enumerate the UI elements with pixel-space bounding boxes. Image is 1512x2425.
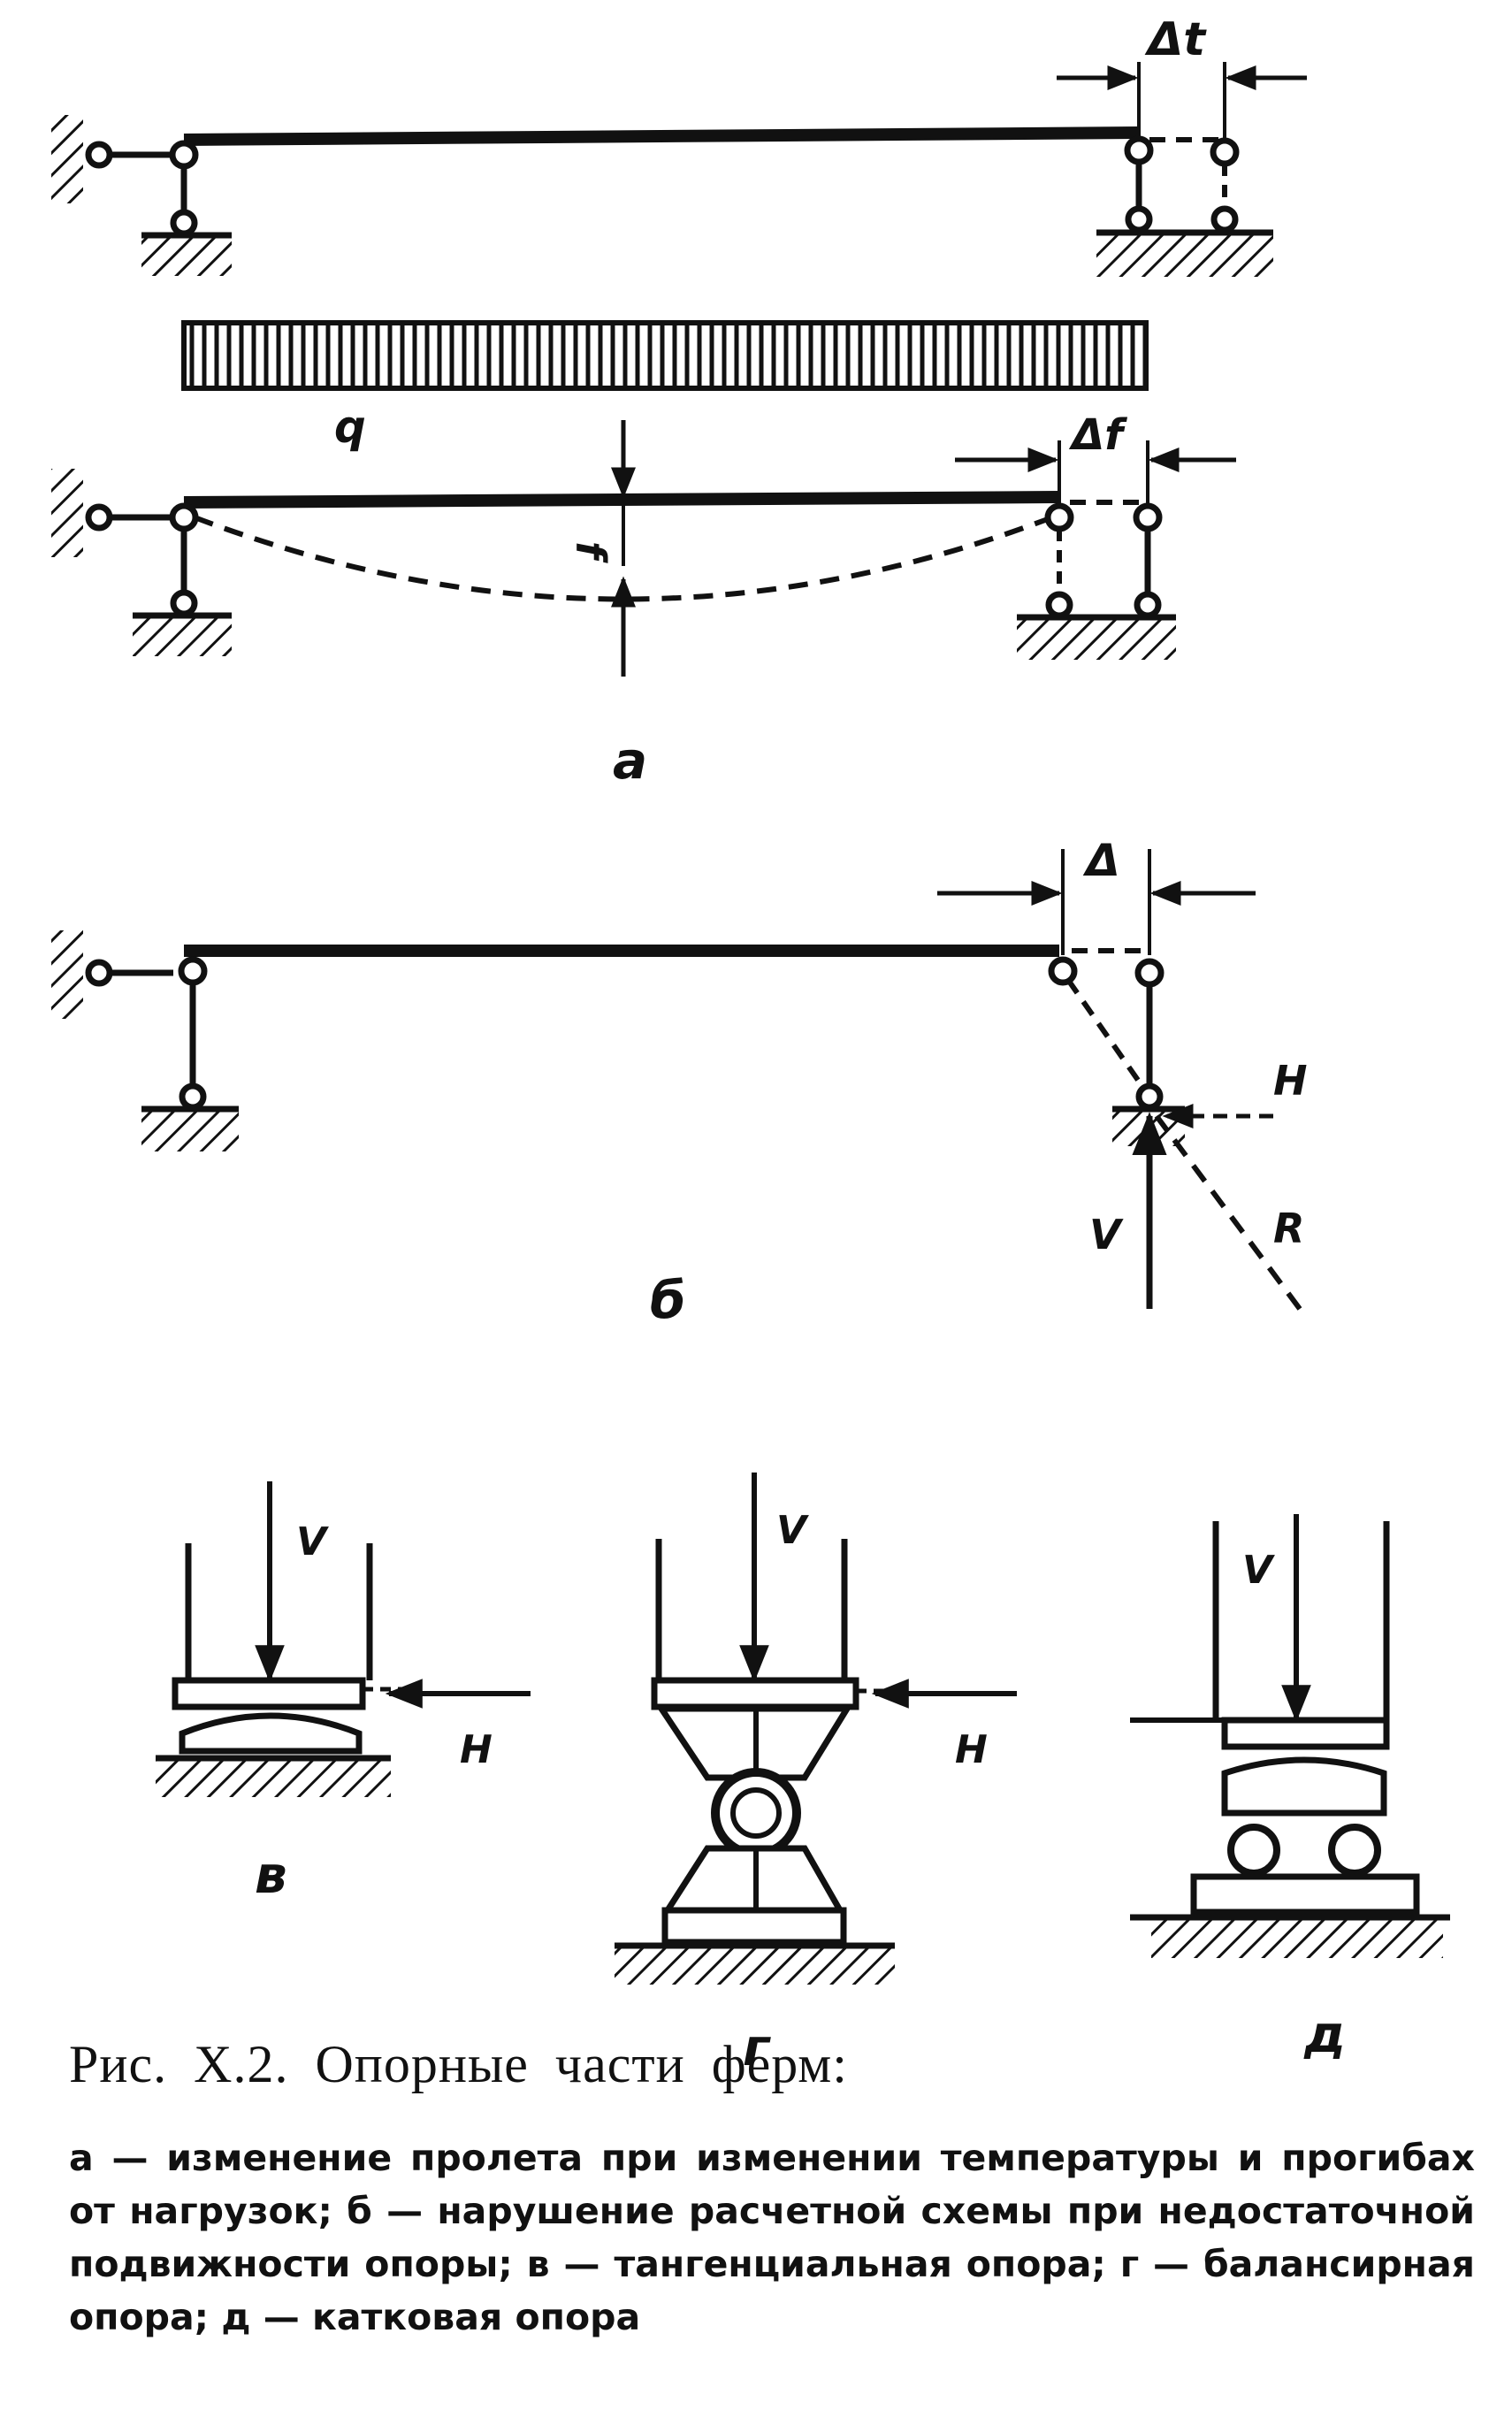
displaced-support-top-hinge xyxy=(1133,502,1163,532)
base-plate xyxy=(661,1907,847,1946)
left-wall-hinge xyxy=(85,959,113,987)
roller-left xyxy=(1227,1824,1280,1877)
load-h-label: H xyxy=(955,1727,988,1772)
right-support-ground xyxy=(1096,234,1273,277)
reaction-h-label: H xyxy=(1273,1057,1308,1105)
ground-base xyxy=(615,1947,895,1985)
left-wall-hinge xyxy=(85,503,113,532)
left-support-bottom-hinge xyxy=(170,209,198,237)
truss-chord xyxy=(183,491,1060,509)
load-v-label: V xyxy=(296,1519,329,1564)
delta-f-label: Δf xyxy=(1068,410,1127,460)
left-support-ground xyxy=(141,237,232,276)
panel-v-label: в xyxy=(255,1845,287,1905)
displaced-support-top-hinge xyxy=(1210,137,1240,167)
left-support-top-hinge xyxy=(169,140,199,170)
right-support-top-hinge xyxy=(1044,502,1074,532)
left-support-top-hinge xyxy=(169,502,199,532)
roller-right xyxy=(1328,1824,1381,1877)
load-v-label: V xyxy=(1242,1548,1275,1593)
panel-g-label: г xyxy=(743,2017,771,2077)
curved-bearing-block xyxy=(1221,1756,1387,1817)
left-support-bottom-hinge xyxy=(170,589,198,617)
panel-a-deflection xyxy=(51,420,1236,677)
deflection-curve xyxy=(193,515,1054,602)
left-wall xyxy=(51,115,83,203)
right-support-top-hinge xyxy=(1048,956,1078,986)
figure-caption-body: а — изменение пролета при изменении темп… xyxy=(69,2137,1475,2338)
left-support-ground xyxy=(141,1111,239,1151)
right-support-bottom-hinge xyxy=(1125,205,1153,233)
top-plate xyxy=(1221,1717,1390,1750)
displaced-support-bottom-hinge xyxy=(1210,205,1239,233)
deflection-f-label: f xyxy=(567,541,615,563)
right-support-bottom-hinge xyxy=(1135,1082,1164,1111)
truss-chord xyxy=(183,126,1140,146)
hinge-pin-inner xyxy=(730,1787,782,1839)
top-plate xyxy=(651,1677,859,1710)
left-wall xyxy=(51,469,83,557)
delta-label: Δ xyxy=(1082,835,1120,886)
panel-g-balancer-support xyxy=(615,1473,1017,1985)
left-support-ground xyxy=(133,617,232,656)
panel-d-roller-support xyxy=(1130,1514,1450,1958)
right-support-top-hinge xyxy=(1124,135,1154,165)
figure-caption-title: Рис. X.2. Опорные части ферм: xyxy=(69,2035,848,2093)
reaction-v-label: V xyxy=(1089,1211,1124,1258)
left-wall-hinge xyxy=(85,141,113,169)
panel-a-label: а xyxy=(613,731,647,791)
panel-b-fixed-support xyxy=(51,849,1302,1311)
displaced-support-bottom-hinge xyxy=(1134,591,1162,619)
distributed-load-strip xyxy=(181,320,1149,391)
ground-base xyxy=(156,1760,391,1797)
reaction-r-label: R xyxy=(1273,1205,1304,1252)
ground-base xyxy=(1151,1919,1443,1958)
right-support-ground xyxy=(1017,619,1176,660)
panel-d-label: д xyxy=(1303,2004,1346,2064)
load-q-label: q xyxy=(334,402,366,453)
load-h-label: H xyxy=(460,1727,493,1772)
curved-bearing-block xyxy=(179,1712,363,1755)
reaction-r-line xyxy=(1154,1114,1302,1311)
tilted-support-dashed xyxy=(1065,978,1152,1098)
left-wall xyxy=(51,930,83,1019)
base-plate xyxy=(1190,1873,1420,1916)
left-support-bottom-hinge xyxy=(179,1082,207,1111)
panel-v-tangential-support xyxy=(156,1481,531,1797)
load-v-label: V xyxy=(776,1508,809,1553)
displaced-support-top-hinge xyxy=(1134,958,1165,988)
right-support-bottom-hinge xyxy=(1045,591,1073,619)
panel-b-label: б xyxy=(650,1270,686,1330)
delta-t-label: Δt xyxy=(1144,13,1207,66)
left-support-top-hinge xyxy=(178,956,208,986)
panel-a-temperature xyxy=(51,62,1307,277)
top-plate xyxy=(172,1677,366,1710)
